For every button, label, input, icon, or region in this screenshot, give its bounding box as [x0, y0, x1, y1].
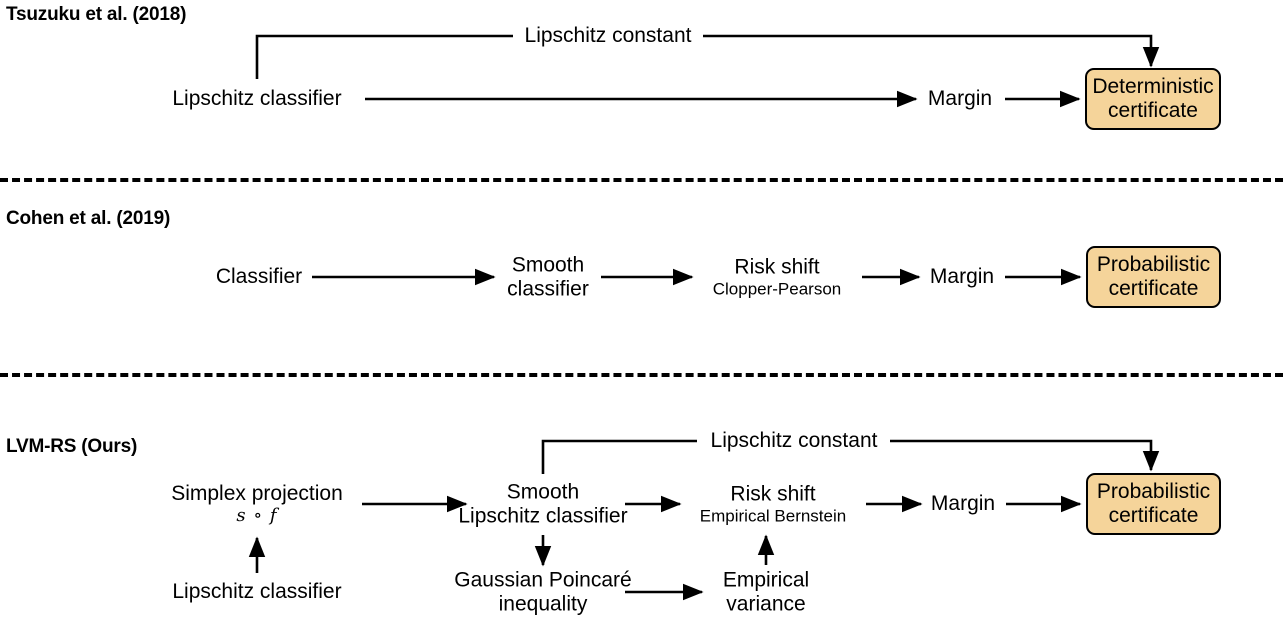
- node-line-1: Gaussian Poincaré: [454, 568, 632, 592]
- node-line-1: Smooth: [506, 480, 580, 504]
- certificate-line-2: certificate: [1108, 504, 1199, 527]
- wire-lvmrs-lipschitz-constant-to-certificate: [890, 439, 1160, 472]
- node-line-1: Smooth: [511, 253, 585, 277]
- node-smooth-lipschitz-classifier-lvmrs: Smooth Lipschitz classifier: [458, 480, 627, 527]
- node-margin-tsuzuku: Margin: [927, 87, 993, 111]
- wire-tsuzuku-lipschitz-constant-left: [255, 34, 513, 79]
- node-math-expression: s ∘ f: [236, 504, 278, 526]
- node-risk-shift-cohen: Risk shift Clopper-Pearson: [713, 256, 842, 299]
- node-empirical-variance-lvmrs: Empirical variance: [723, 568, 809, 615]
- node-line-1: Empirical: [722, 568, 810, 592]
- section-title-tsuzuku: Tsuzuku et al. (2018): [6, 4, 187, 25]
- section-divider-1: [0, 178, 1283, 182]
- node-simplex-projection-lvmrs: Simplex projection s ∘ f: [171, 482, 343, 526]
- certificate-box-probabilistic-lvmrs: Probabilistic certificate: [1086, 473, 1221, 535]
- node-classifier-cohen: Classifier: [215, 265, 303, 289]
- node-line-2: classifier: [507, 277, 589, 300]
- certificate-line-1: Deterministic: [1092, 74, 1214, 98]
- section-title-cohen: Cohen et al. (2019): [6, 208, 171, 229]
- node-risk-shift-lvmrs: Risk shift Empirical Bernstein: [700, 483, 846, 526]
- section-title-lvmrs: LVM-RS (Ours): [6, 436, 138, 457]
- edge-label-lipschitz-constant-lvmrs: Lipschitz constant: [702, 429, 886, 453]
- node-smooth-classifier-cohen: Smooth classifier: [507, 253, 589, 300]
- wire-lvmrs-lipschitz-constant-left: [541, 439, 697, 474]
- node-line-2: variance: [726, 592, 806, 615]
- node-line-2: inequality: [498, 592, 588, 615]
- node-lipschitz-classifier-tsuzuku: Lipschitz classifier: [172, 87, 342, 111]
- node-margin-lvmrs: Margin: [930, 492, 996, 516]
- certificate-line-1: Probabilistic: [1096, 252, 1211, 276]
- certificate-box-probabilistic-cohen: Probabilistic certificate: [1086, 246, 1221, 308]
- node-line-1: Risk shift: [734, 255, 820, 279]
- certificate-line-2: certificate: [1108, 99, 1198, 122]
- certificate-box-deterministic: Deterministic certificate: [1085, 68, 1221, 130]
- node-line-2: Empirical Bernstein: [699, 506, 847, 526]
- certificate-line-1: Probabilistic: [1096, 479, 1211, 503]
- edge-label-lipschitz-constant-tsuzuku: Lipschitz constant: [516, 24, 700, 48]
- node-line-2: Lipschitz classifier: [458, 504, 628, 527]
- section-divider-2: [0, 373, 1283, 377]
- node-gaussian-poincare-lvmrs: Gaussian Poincaré inequality: [454, 568, 631, 615]
- wire-tsuzuku-lipschitz-constant-to-certificate: [703, 34, 1160, 68]
- certificate-line-2: certificate: [1108, 277, 1199, 300]
- node-margin-cohen: Margin: [929, 265, 995, 289]
- node-line-1: Simplex projection: [171, 482, 343, 506]
- node-line-1: Risk shift: [730, 482, 816, 506]
- node-line-2: Clopper-Pearson: [712, 279, 842, 299]
- node-lipschitz-classifier-lvmrs: Lipschitz classifier: [172, 580, 342, 604]
